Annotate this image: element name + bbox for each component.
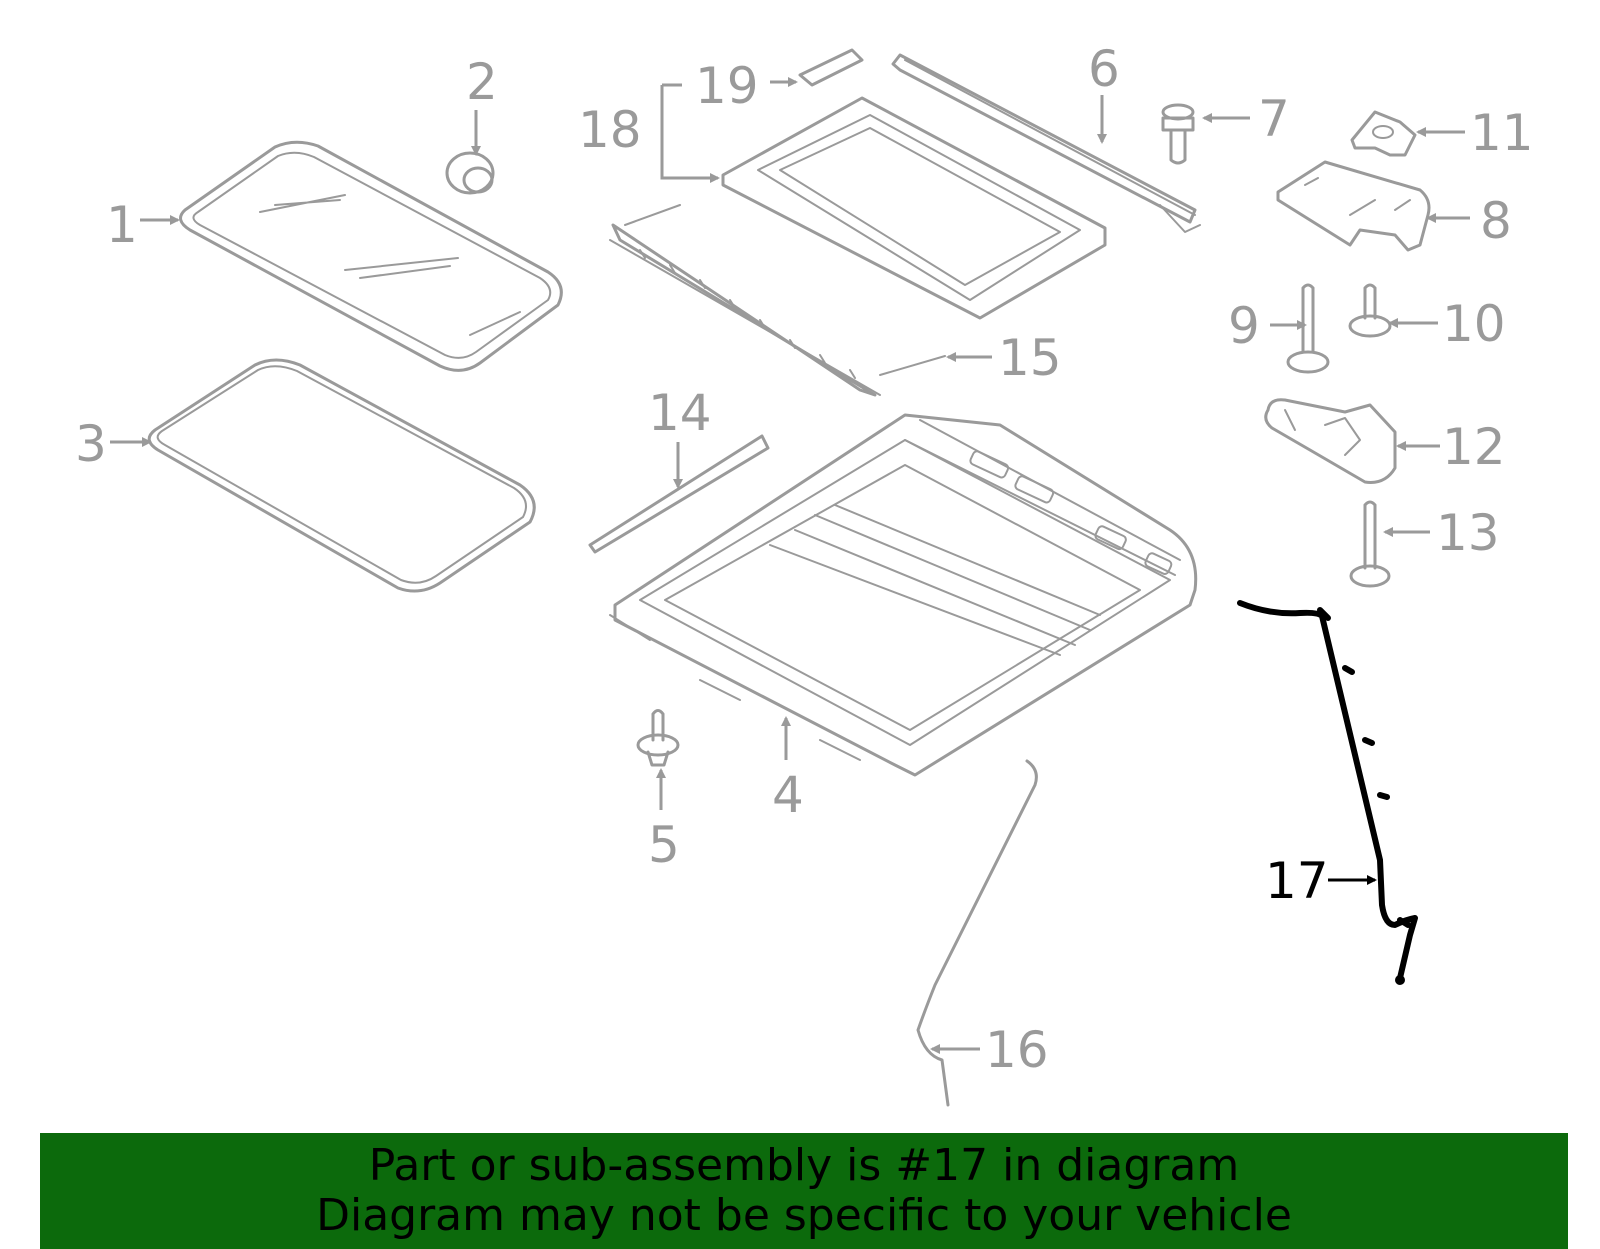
callout-12: 12 — [1442, 418, 1506, 476]
part-13-pin — [1349, 500, 1391, 588]
callout-7: 7 — [1258, 90, 1290, 148]
callout-18-bracket — [660, 83, 718, 178]
callout-19: 19 — [695, 57, 759, 115]
callout-11: 11 — [1470, 104, 1534, 162]
callout-17: 17 — [1265, 852, 1329, 910]
callout-1: 1 — [106, 196, 138, 254]
callout-9: 9 — [1228, 297, 1260, 355]
banner-line-2: Diagram may not be specific to your vehi… — [316, 1190, 1292, 1241]
part-2-grommet — [445, 151, 495, 195]
banner-line-1: Part or sub-assembly is #17 in diagram — [368, 1140, 1240, 1191]
parts-diagram: 1 2 3 4 5 6 7 8 9 10 11 12 13 14 15 16 1… — [75, 40, 1534, 1107]
part-11-nut — [1350, 110, 1417, 157]
callout-18: 18 — [578, 101, 642, 159]
callout-5: 5 — [648, 816, 680, 874]
callout-15: 15 — [998, 329, 1062, 387]
part-14-strip — [588, 434, 770, 554]
part-3-seal — [147, 358, 536, 593]
callout-16: 16 — [985, 1021, 1049, 1079]
part-4-frame-assembly — [609, 413, 1198, 777]
part-15-deflector — [609, 204, 946, 397]
callout-8: 8 — [1480, 192, 1512, 250]
part-8-bracket — [1276, 160, 1431, 252]
callout-10: 10 — [1442, 295, 1506, 353]
part-10-pin — [1348, 283, 1392, 338]
callout-14: 14 — [648, 384, 712, 442]
part-1-glass-panel — [179, 140, 563, 372]
part-7-bolt — [1161, 103, 1195, 165]
callout-4: 4 — [772, 766, 804, 824]
callout-2: 2 — [466, 53, 498, 111]
callout-13: 13 — [1436, 504, 1500, 562]
part-6-rail — [891, 53, 1201, 233]
part-17-wire-harness — [1237, 600, 1418, 985]
part-9-pin — [1286, 283, 1330, 374]
callout-6: 6 — [1088, 40, 1120, 98]
part-19-pad — [798, 48, 864, 87]
part-12-motor — [1264, 398, 1397, 484]
part-16-drain-hose — [916, 759, 1038, 1107]
part-5-clip — [636, 709, 680, 767]
info-banner: Part or sub-assembly is #17 in diagram D… — [40, 1133, 1568, 1249]
callout-3: 3 — [75, 415, 107, 473]
